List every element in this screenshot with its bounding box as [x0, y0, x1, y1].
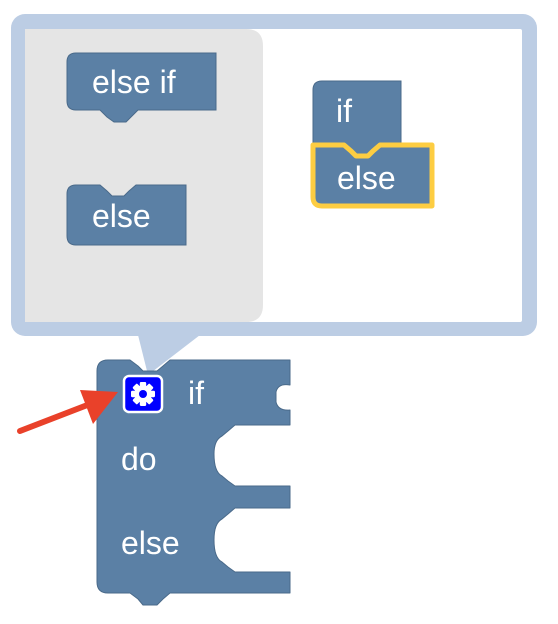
mutator-bubble: else if else if else	[11, 14, 537, 375]
controls-if-block[interactable]: if do else	[96, 359, 291, 606]
flyout-else-if-block[interactable]: else if	[66, 52, 217, 123]
workspace-else-block[interactable]: else	[310, 142, 435, 209]
else-label: else	[92, 198, 151, 234]
flyout-else-block[interactable]: else	[66, 184, 187, 246]
else-label: else	[337, 160, 396, 196]
do-label: do	[121, 441, 157, 477]
bubble-tail	[138, 335, 200, 375]
else-label: else	[121, 525, 180, 561]
if-label: if	[188, 375, 204, 411]
selection-highlight	[310, 142, 435, 209]
else-if-label: else if	[92, 64, 176, 100]
gear-icon[interactable]	[122, 374, 164, 414]
if-label: if	[336, 93, 352, 129]
red-arrow-icon	[17, 390, 118, 434]
